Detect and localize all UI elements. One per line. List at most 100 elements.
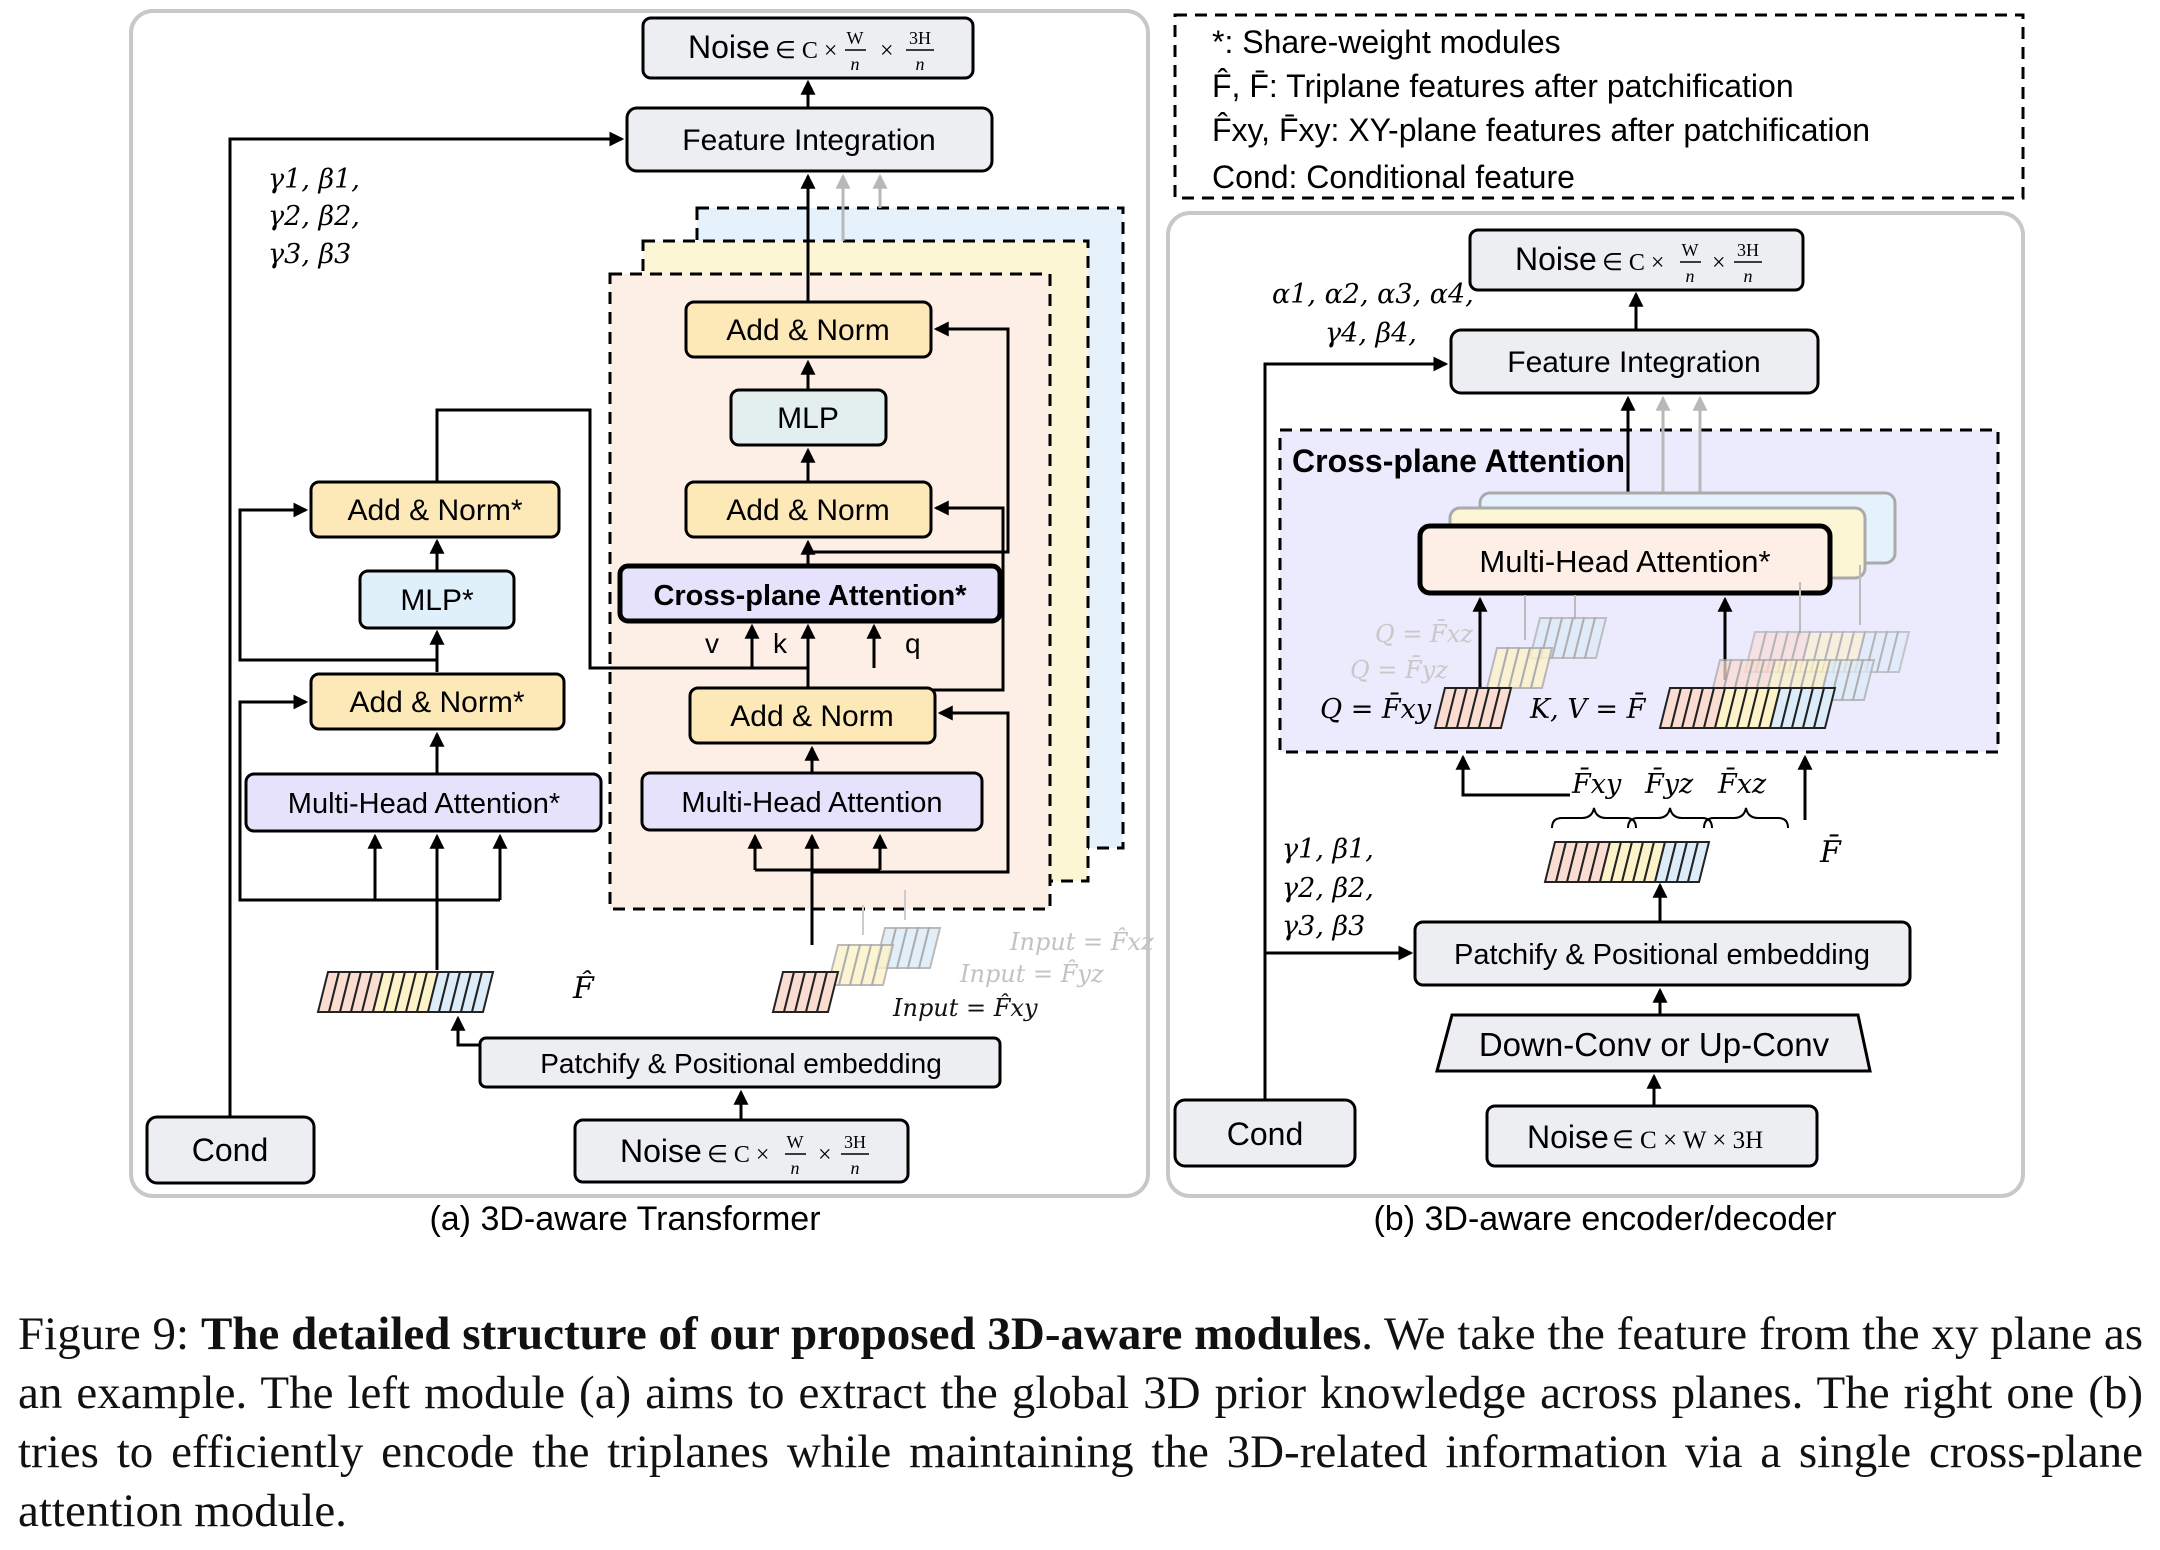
- patch: [1583, 617, 1608, 659]
- mha-left: Multi-Head Attention: [640, 771, 984, 832]
- svg-text:Add & Norm: Add & Norm: [726, 314, 889, 347]
- svg-text:n: n: [916, 54, 925, 74]
- svg-text:γ1, β1,: γ1, β1,: [268, 164, 360, 195]
- cross-plane-patches: [1433, 617, 1911, 729]
- caption-rest: . We take the feature from the xy plane …: [18, 1308, 2143, 1537]
- caption-bold: The detailed structure of our proposed 3…: [200, 1308, 1362, 1360]
- svg-text:n: n: [791, 1158, 800, 1178]
- svg-text:γ1, β1,: γ1, β1,: [1282, 834, 1374, 865]
- svg-text:×: ×: [880, 38, 894, 64]
- k-label: k: [773, 628, 788, 659]
- svg-text:F̂, F̄: Triplane features afte: F̂, F̄: Triplane features after patchifi…: [1212, 68, 1794, 104]
- svg-text:3H: 3H: [1737, 240, 1759, 260]
- f-hat-label: F̂: [572, 971, 595, 1006]
- downconv-box: Down-Conv or Up-Conv: [1435, 1013, 1872, 1073]
- add-norm-star-bottom: Add & Norm*: [309, 672, 566, 731]
- svg-text:Add & Norm*: Add & Norm*: [349, 686, 524, 719]
- svg-text:Multi-Head Attention*: Multi-Head Attention*: [288, 788, 560, 820]
- patch: [1812, 687, 1837, 729]
- feature-integration-right: Feature Integration: [1449, 328, 1820, 395]
- legend-box: [1173, 13, 2025, 200]
- right-subtitle: (b) 3D-aware encoder/decoder: [1373, 1200, 1836, 1238]
- patch: [1851, 659, 1876, 701]
- svg-text:×: ×: [1712, 250, 1726, 276]
- svg-text:Feature Integration: Feature Integration: [682, 124, 936, 157]
- svg-text:Feature Integration: Feature Integration: [1507, 346, 1761, 379]
- svg-text:n: n: [1744, 266, 1753, 286]
- noise-input-box-right: Noise ∈ C × W × 3H: [1485, 1104, 1819, 1168]
- svg-text:Down-Conv or Up-Conv: Down-Conv or Up-Conv: [1479, 1026, 1830, 1063]
- input-xy-patches: [771, 927, 942, 1013]
- svg-text:F̂xy, F̄xy: XY-plane features: F̂xy, F̄xy: XY-plane features after patc…: [1212, 112, 1870, 148]
- svg-text:Noise: Noise: [620, 1133, 702, 1169]
- cross-plane-title: Cross-plane Attention: [1292, 443, 1625, 479]
- patch: [1488, 687, 1513, 729]
- patch: [870, 944, 895, 986]
- svg-text:Multi-Head Attention: Multi-Head Attention: [681, 787, 942, 819]
- right-panel-frame: [1166, 211, 2025, 1198]
- f-xz-brace-label: F̄xz: [1717, 766, 1767, 800]
- svg-text:∈ C ×: ∈ C ×: [775, 38, 837, 64]
- mlp-box: MLP: [729, 388, 888, 447]
- svg-text:γ2, β2,: γ2, β2,: [268, 201, 360, 232]
- patch: [1529, 647, 1554, 689]
- svg-text:MLP: MLP: [777, 402, 839, 435]
- svg-text:Cond: Conditional feature: Cond: Conditional feature: [1212, 159, 1575, 195]
- alpha-gamma-right: α1, α2, α3, α4, γ4, β4,: [1272, 279, 1474, 349]
- svg-text:Add & Norm*: Add & Norm*: [347, 494, 522, 527]
- svg-text:W: W: [787, 1132, 804, 1152]
- noise-output-box-right: Noise ∈ C × W n × 3H n: [1468, 228, 1805, 292]
- input-xy-label: Input = F̂xy: [892, 994, 1038, 1022]
- svg-text:∈ C ×: ∈ C ×: [1602, 250, 1664, 276]
- kv-label: K, V = F̄: [1529, 691, 1647, 725]
- svg-text:Patchify & Positional embeddin: Patchify & Positional embedding: [540, 1048, 942, 1079]
- patch-strip-right: [1543, 841, 1711, 883]
- legend: *: Share-weight modules F̂, F̄: Triplane…: [1212, 24, 1870, 195]
- svg-text:γ2, β2,: γ2, β2,: [1282, 873, 1374, 904]
- add-norm-star-top: Add & Norm*: [309, 480, 561, 539]
- svg-text:×: ×: [818, 1142, 832, 1168]
- f-hat-patches: [316, 971, 495, 1013]
- svg-text:n: n: [851, 54, 860, 74]
- q-yz-label: Q = F̄yz: [1350, 656, 1448, 684]
- svg-text:W: W: [1682, 240, 1699, 260]
- gamma-beta-right: γ1, β1, γ2, β2, γ3, β3: [1282, 834, 1374, 942]
- patch: [1886, 631, 1911, 673]
- patch: [1686, 841, 1711, 883]
- f-xy-brace-label: F̄xy: [1571, 766, 1622, 800]
- caption-prefix: Figure 9:: [18, 1308, 201, 1360]
- mha-star-left: Multi-Head Attention*: [244, 772, 603, 833]
- add-norm-2: Add & Norm: [684, 480, 933, 539]
- left-subtitle: (a) 3D-aware Transformer: [429, 1200, 820, 1238]
- patch: [815, 971, 840, 1013]
- svg-text:W: W: [847, 28, 864, 48]
- svg-text:Cond: Cond: [192, 1132, 269, 1168]
- svg-text:γ4, β4,: γ4, β4,: [1325, 318, 1417, 349]
- svg-text:Noise: Noise: [688, 29, 770, 65]
- left-panel-frame: [129, 9, 1150, 1198]
- svg-text:3H: 3H: [844, 1132, 866, 1152]
- cross-plane-attention-left: Cross-plane Attention*: [617, 563, 1003, 624]
- patchify-left: Patchify & Positional embedding: [478, 1036, 1002, 1089]
- svg-text:γ3, β3: γ3, β3: [268, 239, 351, 270]
- figure: Noise ∈ C × W n × 3H n Feature Integrati…: [129, 9, 2025, 1238]
- svg-text:Multi-Head Attention*: Multi-Head Attention*: [1479, 544, 1770, 579]
- svg-text:*: Share-weight modules: *: Share-weight modules: [1212, 24, 1561, 60]
- patch: [917, 927, 942, 969]
- svg-text:Add & Norm: Add & Norm: [730, 700, 893, 733]
- gamma-beta-left: γ1, β1, γ2, β2, γ3, β3: [268, 164, 360, 270]
- feature-integration-left: Feature Integration: [625, 106, 994, 173]
- mha-star-right: Multi-Head Attention*: [1417, 523, 1833, 596]
- input-xz-label: Input = F̂xz: [1009, 928, 1154, 956]
- svg-text:Cond: Cond: [1227, 1116, 1304, 1152]
- f-yz-brace-label: F̄yz: [1644, 766, 1694, 800]
- svg-text:Cross-plane Attention*: Cross-plane Attention*: [653, 580, 967, 612]
- q-xy-label: Q = F̄xy: [1320, 691, 1432, 725]
- svg-text:Patchify & Positional embeddin: Patchify & Positional embedding: [1454, 939, 1870, 971]
- svg-text:γ3, β3: γ3, β3: [1282, 911, 1365, 942]
- svg-text:n: n: [1686, 266, 1695, 286]
- q-xz-label: Q = F̄xz: [1375, 620, 1473, 648]
- noise-input-box-left: Noise ∈ C × W n × 3H n: [573, 1118, 910, 1184]
- svg-text:3H: 3H: [909, 28, 931, 48]
- svg-text:n: n: [851, 1158, 860, 1178]
